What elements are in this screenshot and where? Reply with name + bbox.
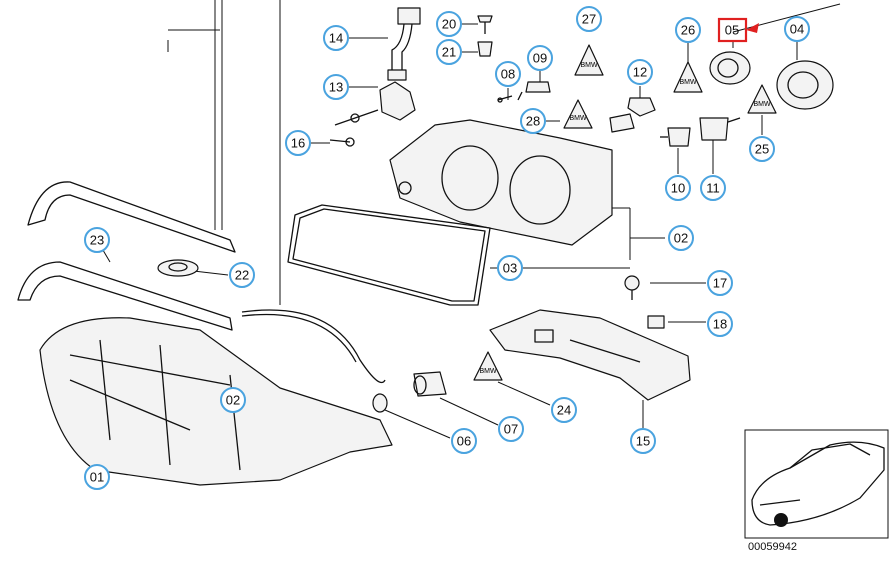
callout-18[interactable]: 18 [707,311,733,337]
cap-04-part [776,60,834,110]
callout-21[interactable]: 21 [436,39,462,65]
svg-text:21: 21 [442,45,456,60]
svg-text:03: 03 [503,261,517,276]
svg-text:06: 06 [457,434,471,449]
svg-text:22: 22 [235,268,249,283]
nut-18-part [647,315,665,329]
headlight-lens-part [39,317,393,486]
callout-02-lens[interactable]: 02 [220,387,246,413]
location-marker-icon [774,513,788,527]
callout-10[interactable]: 10 [665,175,691,201]
svg-text:08: 08 [501,67,515,82]
callout-14[interactable]: 14 [323,25,349,51]
trim-strip-upper-part [27,181,236,253]
warning-label-27: BMW [574,44,604,76]
svg-text:11: 11 [706,181,720,196]
svg-text:26: 26 [681,23,695,38]
svg-text:12: 12 [633,65,647,80]
callout-15[interactable]: 15 [630,428,656,454]
small-screw-part [477,15,493,57]
svg-text:01: 01 [90,470,104,485]
callout-22[interactable]: 22 [229,262,255,288]
svg-text:20: 20 [442,17,456,32]
svg-text:BMW: BMW [679,79,697,86]
callout-27[interactable]: 27 [576,6,602,32]
svg-text:BMW: BMW [753,101,771,108]
callout-13[interactable]: 13 [323,74,349,100]
svg-text:25: 25 [755,142,769,157]
bracket-part [489,309,691,401]
svg-text:BMW: BMW [580,62,598,69]
callout-04[interactable]: 04 [784,16,810,42]
callout-01[interactable]: 01 [84,464,110,490]
trim-strip-lower-part [17,261,233,331]
diagram-id-label: 00059942 [748,541,797,553]
callout-23[interactable]: 23 [84,227,110,253]
callout-08[interactable]: 08 [495,61,521,87]
callout-12[interactable]: 12 [627,59,653,85]
svg-text:27: 27 [582,12,596,27]
cap-05-part [709,51,751,85]
gasket-part [287,204,491,306]
callout-03[interactable]: 03 [497,255,523,281]
svg-text:09: 09 [533,51,547,66]
svg-text:07: 07 [504,422,518,437]
connector-part [387,7,421,81]
warning-label-24: BMW [473,351,503,381]
callout-16[interactable]: 16 [285,130,311,156]
bulb-09-part [497,81,551,103]
svg-text:16: 16 [291,136,305,151]
warning-label-28: BMW [563,99,593,129]
svg-text:02: 02 [226,393,240,408]
seal-strip-part [241,309,386,384]
bulb-holder-part [334,81,416,126]
svg-text:05: 05 [725,23,739,38]
warning-label-26: BMW [673,61,703,93]
adjuster-ring-part [157,259,199,277]
svg-text:24: 24 [557,403,571,418]
callout-07[interactable]: 07 [498,416,524,442]
svg-text:17: 17 [713,276,727,291]
svg-text:04: 04 [790,22,804,37]
bulb-11-part [699,117,741,141]
car-location-inset [744,429,889,539]
bulb-06-part [372,393,388,413]
svg-text:02: 02 [674,231,688,246]
svg-text:23: 23 [90,233,104,248]
svg-text:13: 13 [329,80,343,95]
callout-28[interactable]: 28 [520,108,546,134]
svg-text:14: 14 [329,31,343,46]
svg-text:BMW: BMW [479,368,497,375]
highlighted-callout-05[interactable]: 05 [717,17,748,43]
headlight-housing-part [389,119,613,246]
callout-17[interactable]: 17 [707,270,733,296]
red-arrow-icon [746,23,759,33]
svg-text:18: 18 [713,317,727,332]
callout-11[interactable]: 11 [700,175,726,201]
svg-text:28: 28 [526,114,540,129]
bulb-10-part [660,127,691,147]
callout-25[interactable]: 25 [749,136,775,162]
callout-02-housing[interactable]: 02 [668,225,694,251]
callout-20[interactable]: 20 [436,11,462,37]
screw-part [329,137,355,147]
callout-09[interactable]: 09 [527,45,553,71]
svg-text:BMW: BMW [569,115,587,122]
callout-06[interactable]: 06 [451,428,477,454]
clip-17-part [624,275,640,300]
callout-26[interactable]: 26 [675,17,701,43]
bulb-socket-12-part [609,97,656,133]
bulb-holder-07-part [413,371,447,397]
svg-text:10: 10 [671,181,685,196]
callout-24[interactable]: 24 [551,397,577,423]
svg-text:15: 15 [636,434,650,449]
warning-label-25: BMW [747,84,777,114]
